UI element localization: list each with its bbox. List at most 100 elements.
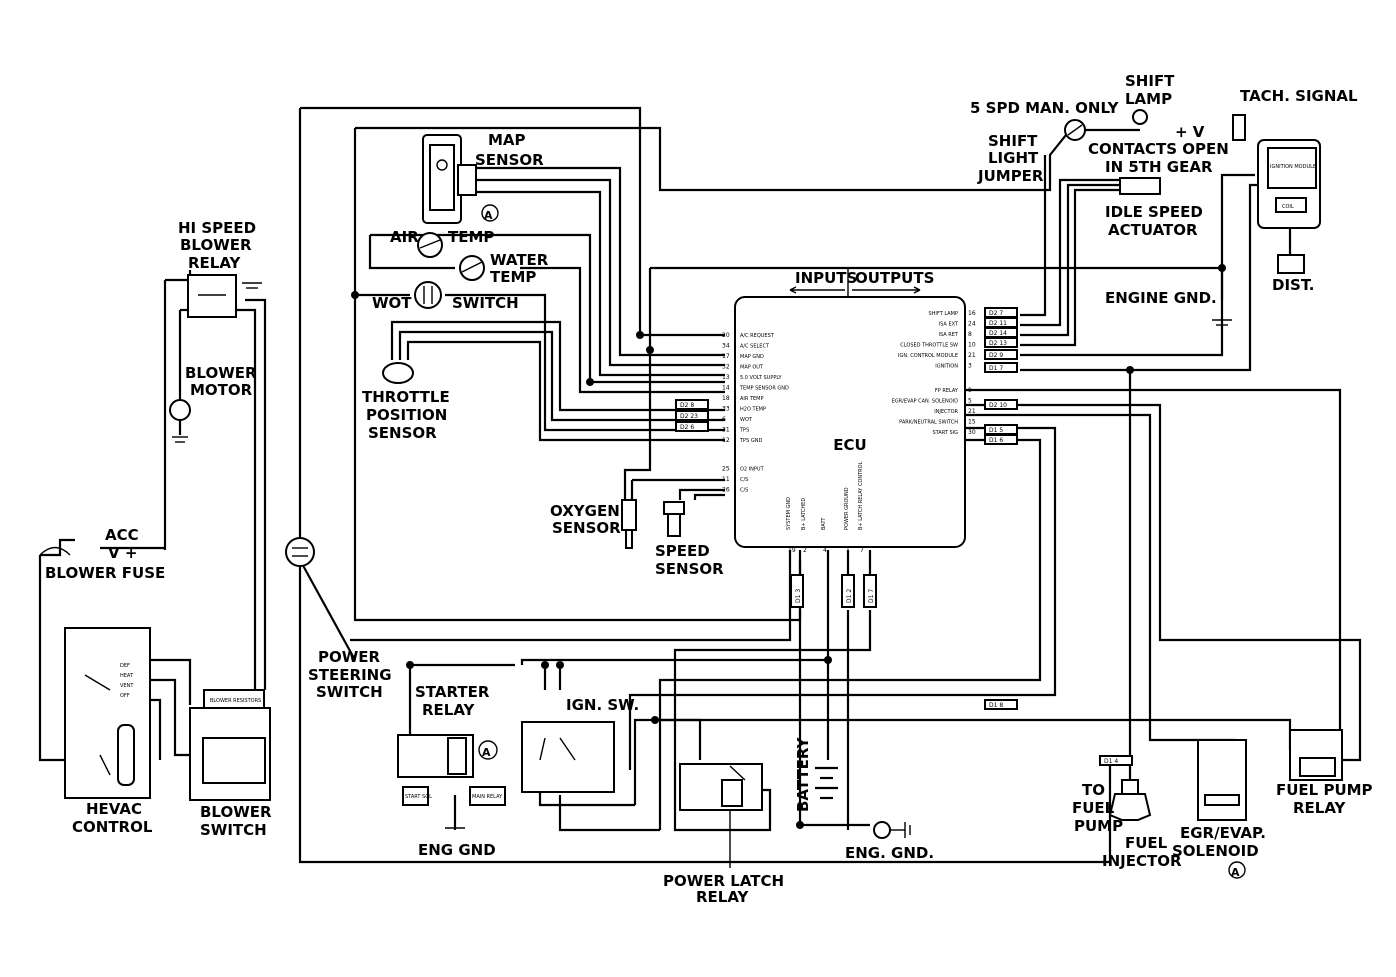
ecu-input-pin: 12: [722, 437, 730, 444]
hi-speed-blower-relay: HI SPEED BLOWER RELAY: [178, 219, 262, 318]
connector-label: D1 4: [1104, 758, 1118, 765]
ecu-bottom-label: B+ LATCHED: [801, 498, 807, 530]
tps-label-2: POSITION: [366, 406, 447, 424]
blower-switch-label-2: SWITCH: [200, 821, 267, 839]
blower-motor-label-2: MOTOR: [190, 381, 253, 399]
ign-sw-label: IGN. SW.: [566, 696, 639, 714]
five-spd-label: 5 SPD MAN. ONLY: [970, 99, 1120, 117]
hevac-mode-off: OFF: [120, 693, 130, 699]
hevac-mode-heat: HEAT: [120, 673, 134, 679]
ecu-input-label: A/C SELECT: [740, 344, 770, 350]
connector: D2 14: [984, 327, 1018, 338]
battery-label: BATTERY: [794, 736, 812, 812]
wot-switch: WOT SWITCH: [372, 281, 519, 312]
ignition-switch: IGN. SW.: [521, 696, 639, 793]
ecu-input-pin: 17: [722, 353, 730, 360]
connector: D1 6: [984, 434, 1018, 445]
ecu-input-pin: 33: [722, 406, 730, 413]
shift-light-jumper-label-2: LIGHT: [988, 149, 1039, 167]
connector-label: D2 11: [989, 320, 1007, 327]
starter-relay: A START SOL MAIN RELAY STARTER RELAY ENG…: [397, 683, 506, 859]
hi-speed-label-2: BLOWER: [180, 236, 252, 254]
ecu-input-pin: 6: [722, 416, 726, 423]
connector: D2 11: [984, 317, 1018, 328]
connector: D2 23: [675, 410, 709, 421]
ignition-module: IGNITION MODULE COIL TACH. SIGNAL DIST. …: [1105, 87, 1358, 326]
blower-fuse: ACC V + BLOWER FUSE: [39, 526, 165, 582]
connector: D1 4: [1099, 755, 1133, 766]
hevac-mode-vent: VENT: [120, 683, 134, 689]
fuel-pump-relay: FUEL PUMP RELAY: [1276, 729, 1373, 817]
ecu-output-pin: 3: [968, 363, 972, 370]
water-temp-label-1: WATER: [490, 251, 549, 269]
connector-label: D2 6: [680, 424, 694, 431]
contacts-open-label-1: CONTACTS OPEN: [1088, 140, 1229, 158]
ecu-label: ECU: [833, 436, 866, 454]
ecu-input-pin: 20: [722, 332, 730, 339]
connector-label: D2 10: [989, 402, 1007, 409]
water-temp-label-2: TEMP: [490, 268, 536, 286]
ecu-output-label: IGN. CONTROL MODULE: [898, 353, 958, 359]
shift-light-jumper-label-1: SHIFT: [988, 132, 1038, 150]
throttle-position-sensor: THROTTLE POSITION SENSOR: [362, 362, 450, 442]
wot-label: WOT: [372, 294, 412, 312]
ecu-output-pin: 16: [968, 310, 976, 317]
eng-gnd-center-label: ENG. GND.: [845, 844, 934, 862]
starter-relay-label-1: STARTER: [415, 683, 490, 701]
air-temp-label-2: TEMP: [448, 228, 494, 246]
hevac-label-1: HEVAC: [86, 800, 142, 818]
ecu-bottom-label: B+ LATCH RELAY CONTROL: [858, 461, 864, 530]
speed-sensor-label-2: SENSOR: [655, 560, 724, 578]
fuel-injector-label-1: FUEL: [1125, 834, 1168, 852]
ecu-bottom-label: BATT: [821, 517, 827, 530]
ps-switch-label-2: STEERING: [308, 666, 392, 684]
ecu-input-label: AIR TEMP: [740, 396, 764, 402]
ecu-output-label: PARK/NEUTRAL SWITCH: [899, 420, 958, 426]
blower-switch: BLOWER RESISTORS BLOWER SWITCH: [189, 689, 272, 839]
power-latch-label-2: RELAY: [696, 888, 750, 906]
fuel-pump-relay-label-2: RELAY: [1293, 799, 1347, 817]
fuel-pump-relay-label-1: FUEL PUMP: [1276, 781, 1373, 799]
shift-lamp-label-2: LAMP: [1125, 90, 1172, 108]
map-sensor: A MAP SENSOR: [422, 131, 544, 224]
connector-label: D1 2: [846, 589, 853, 603]
ecu-output-label: IGNITION: [935, 364, 958, 370]
ecu-output-pin: 21: [968, 352, 976, 359]
connector-label: D2 23: [680, 413, 698, 420]
power-latch-label-1: POWER LATCH: [663, 872, 784, 890]
air-temp-label-1: AIR: [390, 228, 419, 246]
ecu-input-label: TEMP SENSOR GND: [739, 386, 789, 392]
ecu-input-label: 5.0 VOLT SUPPLY: [740, 375, 783, 381]
connector: D2 10: [984, 399, 1018, 410]
hi-speed-label-1: HI SPEED: [178, 219, 256, 237]
ignition-module-label: IGNITION MODULE: [1270, 164, 1316, 170]
ecu-input-label: O2 INPUT: [740, 467, 765, 473]
connector: D2 13: [984, 337, 1018, 348]
ecu-bottom-pin: 4: [823, 547, 827, 554]
speed-sensor-label-1: SPEED: [655, 542, 710, 560]
connector-label: D2 8: [680, 402, 694, 409]
egr-label-1: EGR/EVAP.: [1180, 824, 1266, 842]
blower-motor: BLOWER MOTOR: [169, 364, 257, 443]
water-temp-sensor: WATER TEMP: [459, 251, 549, 286]
ecu-input-pin: 14: [722, 385, 730, 392]
tps-label-3: SENSOR: [368, 424, 437, 442]
io-header: INPUTS OUTPUTS: [789, 268, 934, 298]
ecu-bottom-label: SYSTEM GND: [786, 497, 792, 530]
starter-marker-a: A: [482, 746, 491, 759]
ecu-input-pin: 18: [722, 395, 730, 402]
oxygen-sensor-label-2: SENSOR: [552, 519, 621, 537]
connector-label: D1 8: [989, 702, 1003, 709]
connector-label: D1 3: [795, 589, 802, 603]
fuel-injector-label-2: INJECTOR: [1102, 852, 1182, 870]
map-sensor-label-1: MAP: [488, 131, 526, 149]
power-latch-relay: POWER LATCH RELAY: [663, 763, 784, 906]
ecu-input-pin: 13: [722, 374, 730, 381]
to-fuel-pump-label-2: FUEL: [1072, 799, 1115, 817]
start-sol-label: START SOL: [405, 794, 432, 800]
junction-dots: [351, 264, 1226, 829]
